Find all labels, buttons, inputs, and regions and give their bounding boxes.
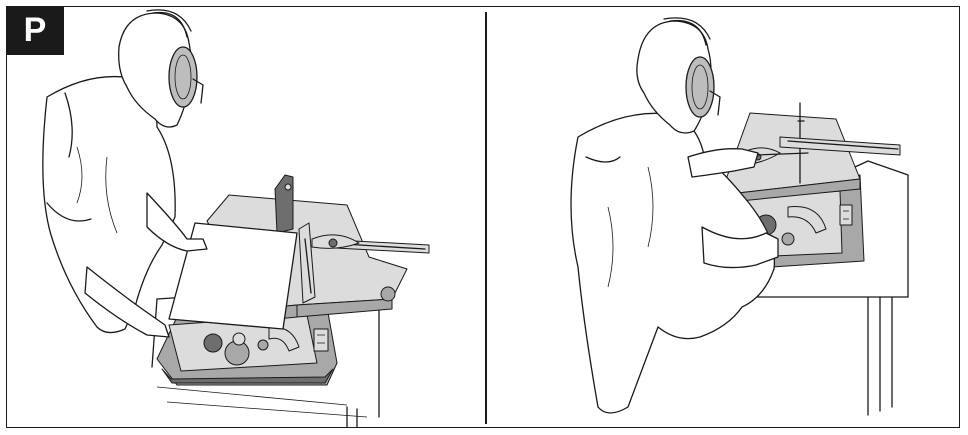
panel-divider <box>485 12 487 424</box>
panel-right-using-mitre-gauge <box>488 7 959 427</box>
ear-defender-icon <box>686 57 714 117</box>
panel-left-feeding-workpiece <box>7 7 483 427</box>
figure-label-badge: P <box>6 6 64 55</box>
operator <box>571 18 778 413</box>
ear-defender-icon <box>169 47 197 107</box>
